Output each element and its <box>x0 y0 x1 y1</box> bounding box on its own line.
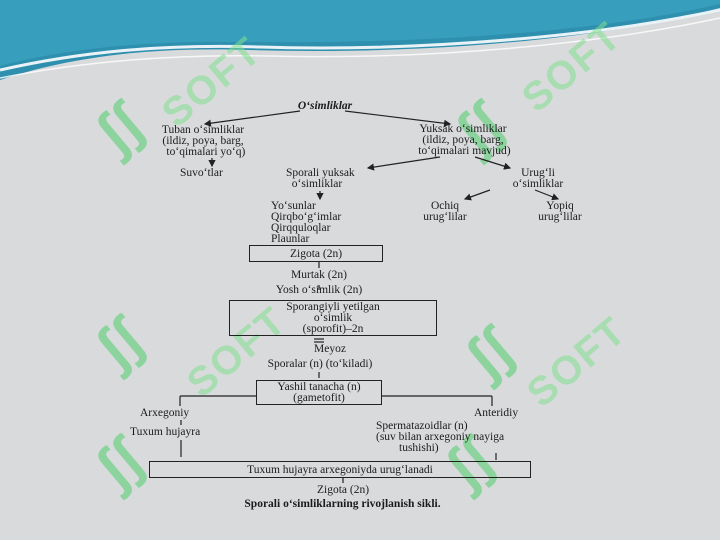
spores-label: Sporalar (n) (to‘kiladi) <box>267 358 373 370</box>
egg-cell-label: Tuxum hujayra <box>130 426 201 438</box>
fertilization-box: Tuxum hujayra arxegoniyda urug‘lanadi <box>149 461 531 478</box>
lower-plants-label: Tuban o‘simliklar (ildiz, poya, barg, to… <box>161 124 246 158</box>
root-label: O‘simliklar <box>297 100 353 112</box>
spore-plant-groups: Yo‘sunlar Qirqbo‘g‘imlar Qirqquloqlar Pl… <box>271 200 342 245</box>
sporophyte-box-label: Sporangiyli yetilgan o‘simlik (sporofit)… <box>286 301 380 335</box>
seed-plants-label: Urug‘li o‘simliklar <box>512 167 564 190</box>
meiosis-label: Meyoz <box>314 343 346 355</box>
spore-higher-plants-label: Sporali yuksak o‘simliklar <box>286 167 355 190</box>
zygote-box: Zigota (2n) <box>249 245 383 262</box>
gymnosperms-label: Ochiq urug‘lilar <box>423 200 467 223</box>
zygote-box-label: Zigota (2n) <box>289 248 343 260</box>
embryo-label: Murtak (2n) <box>291 269 347 281</box>
archegonium-label: Arxegoniy <box>140 407 190 419</box>
gametophyte-box: Yashil tanacha (n) (gametofit) <box>256 380 382 405</box>
diagram-caption: Sporali o‘simliklarning rivojlanish sikl… <box>244 498 441 510</box>
sperm-label: Spermatazoidlar (n) (suv bilan arxegoniy… <box>376 420 505 454</box>
young-plant-label: Yosh o‘simlik (2n) <box>275 284 363 296</box>
final-zygote-label: Zigota (2n) <box>316 484 370 496</box>
sporophyte-box: Sporangiyli yetilgan o‘simlik (sporofit)… <box>229 300 437 336</box>
higher-plants-label: Yuksak o‘simliklar (ildiz, poya, barg, t… <box>418 123 511 157</box>
angiosperms-label: Yopiq urug‘lilar <box>538 200 582 223</box>
antheridium-label: Anteridiy <box>474 407 519 419</box>
fertilization-box-label: Tuxum hujayra arxegoniyda urug‘lanadi <box>247 464 433 476</box>
gametophyte-box-label: Yashil tanacha (n) (gametofit) <box>277 381 361 404</box>
algae-label: Suvo‘tlar <box>180 167 223 179</box>
header-wave-decoration <box>0 0 720 80</box>
